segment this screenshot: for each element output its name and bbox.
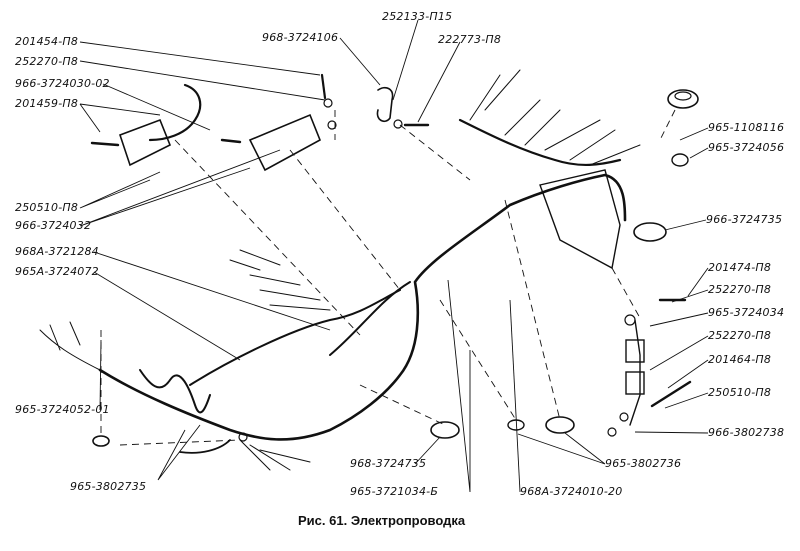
label-968a-3724010: 968А-3724010-20 bbox=[520, 485, 623, 498]
label-966-3724030: 966-3724030-02 bbox=[15, 77, 110, 90]
label-968-3724106: 968-3724106 bbox=[262, 31, 339, 44]
bracket-panel bbox=[539, 169, 621, 270]
label-252133: 252133-П15 bbox=[382, 10, 453, 23]
clamp-left bbox=[118, 118, 172, 167]
terminal-chain bbox=[629, 319, 641, 426]
caption-title: Электропроводка bbox=[350, 513, 466, 528]
label-252270-left: 252270-П8 bbox=[15, 55, 79, 68]
label-965-3802735: 965-3802735 bbox=[70, 480, 147, 493]
harness-branch-upper bbox=[329, 281, 411, 356]
figure-caption: Рис. 61. Электропроводка bbox=[298, 513, 465, 528]
label-966-3802738: 966-3802738 bbox=[708, 426, 785, 439]
label-965-3724056: 965-3724056 bbox=[708, 141, 785, 154]
label-252270-right-mid: 252270-П8 bbox=[708, 329, 772, 342]
caption-prefix: Рис. 61. bbox=[298, 513, 348, 528]
clamp-right bbox=[248, 113, 322, 172]
label-966-3724032: 966-3724032 bbox=[15, 219, 92, 232]
label-201464: 201464-П8 bbox=[708, 353, 772, 366]
label-250510-right: 250510-П8 bbox=[708, 386, 772, 399]
bolt-top bbox=[320, 73, 327, 100]
label-250510-left: 250510-П8 bbox=[15, 201, 79, 214]
label-965-1108116: 965-1108116 bbox=[708, 121, 785, 134]
label-252270-right-top: 252270-П8 bbox=[708, 283, 772, 296]
label-968a-3721284: 968А-3721284 bbox=[15, 245, 99, 258]
label-966-3724735: 966-3724735 bbox=[706, 213, 783, 226]
harness-branch-front bbox=[179, 439, 231, 454]
label-968-3724735: 968-3724735 bbox=[350, 457, 427, 470]
label-201454: 201454-П8 bbox=[15, 35, 79, 48]
harness-wire-loop bbox=[139, 369, 211, 414]
label-965-3724034: 965-3724034 bbox=[708, 306, 785, 319]
harness-right-bundle bbox=[458, 118, 622, 167]
main-harness bbox=[98, 173, 627, 441]
label-201474: 201474-П8 bbox=[708, 261, 772, 274]
label-965-3802736: 965-3802736 bbox=[605, 457, 682, 470]
label-222773: 222773-П8 bbox=[438, 33, 502, 46]
label-965-3724052: 965-3724052-01 bbox=[15, 403, 110, 416]
bracket-top bbox=[376, 86, 394, 122]
label-965-3721034: 965-3721034-Б bbox=[350, 485, 439, 498]
label-965a-3724072: 965А-3724072 bbox=[15, 265, 99, 278]
label-201459: 201459-П8 bbox=[15, 97, 79, 110]
harness-branch-left bbox=[189, 289, 401, 386]
